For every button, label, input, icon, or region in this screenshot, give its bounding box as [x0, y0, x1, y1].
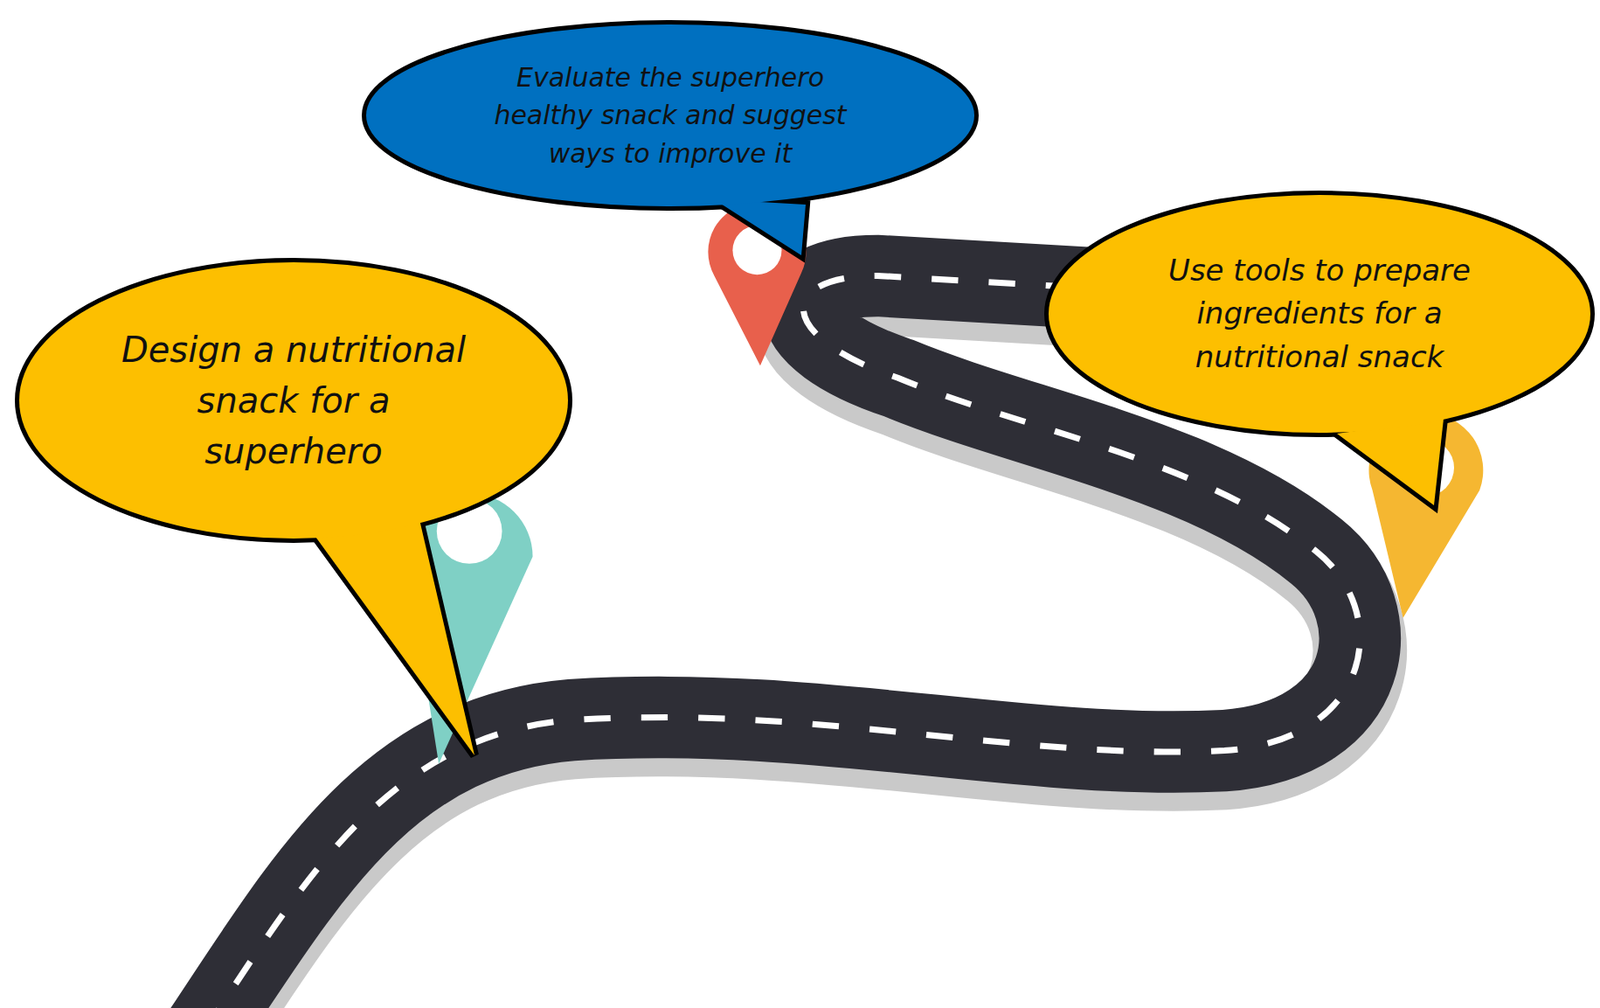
bubble-text-area: Evaluate the superhero healthy snack and…: [366, 24, 975, 207]
bubble-body-outline: [19, 262, 568, 539]
bubble-body-outline: [1048, 194, 1591, 433]
bubble-tail: [311, 515, 475, 755]
bubble-text: Design a nutritional snack for a superhe…: [110, 324, 478, 477]
bubble-tail-outline: [311, 515, 475, 755]
bubble-body: [1048, 194, 1591, 433]
speech-bubble: Evaluate the superhero healthy snack and…: [358, 17, 988, 263]
bubble-text-area: Use tools to prepare ingredients for a n…: [1048, 194, 1591, 433]
bubble-text-area: Design a nutritional snack for a superhe…: [19, 262, 568, 539]
bubble-body: [19, 262, 568, 539]
bubble-text: Evaluate the superhero healthy snack and…: [477, 58, 863, 174]
bubble-tail-outline: [713, 199, 806, 256]
bubble-body-outline: [366, 24, 975, 207]
bubble-tail: [713, 199, 806, 256]
bubble-text: Use tools to prepare ingredients for a n…: [1135, 249, 1504, 379]
bubble-body: [366, 24, 975, 207]
speech-bubble: Design a nutritional snack for a superhe…: [8, 253, 586, 761]
speech-bubble: Use tools to prepare ingredients for a n…: [1039, 187, 1600, 516]
